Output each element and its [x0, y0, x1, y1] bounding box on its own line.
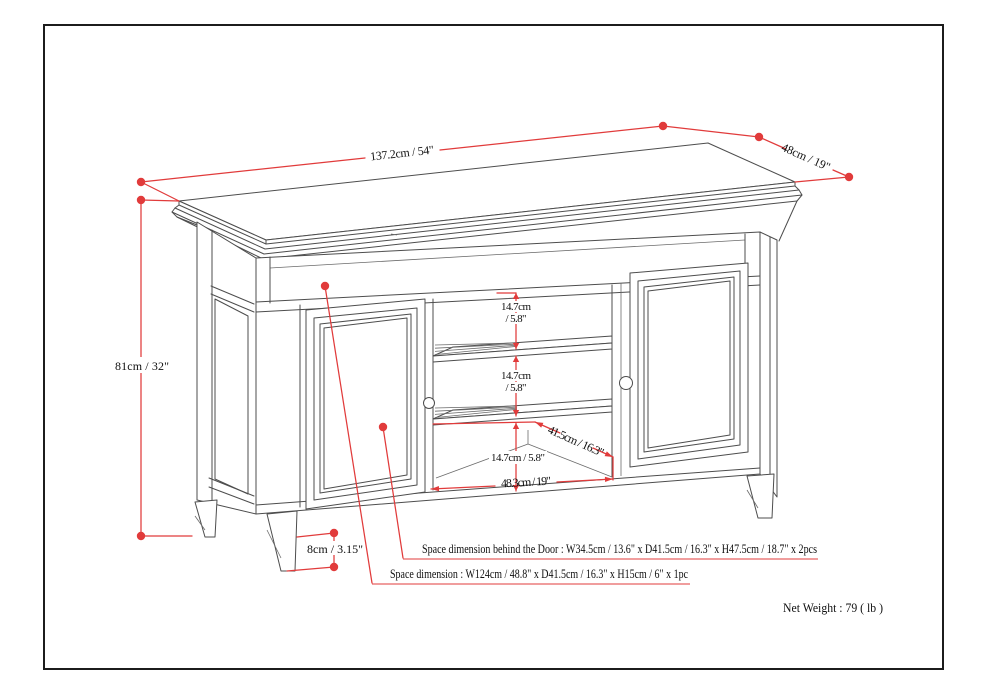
dim-opening-width: 48.3cm / 19": [430, 474, 614, 492]
page-border: [43, 24, 944, 670]
legs: [194, 473, 775, 572]
center-shelves: [432, 335, 613, 426]
note-behind-door: Space dimension behind the Door : W34.5c…: [422, 542, 817, 556]
right-side-panel: [759, 231, 778, 498]
shelf-gap3-label: 14.7cm / 5.8": [491, 452, 545, 464]
shelf-gap2-cm-label: 14.7cm: [501, 370, 531, 382]
right-door-knob: [619, 376, 633, 390]
note-open-space: Space dimension : W124cm / 48.8" x D41.5…: [390, 567, 688, 581]
shelf-gap1-in-label: / 5.8": [506, 313, 527, 325]
left-side-panel: [196, 221, 257, 515]
right-door: [619, 262, 749, 468]
shelf-gap1-cm-label: 14.7cm: [501, 301, 531, 313]
center-opening: [435, 430, 613, 479]
dim-overall-height: 81cm / 32": [112, 195, 193, 541]
dim-leg-height: 8cm / 3.15": [286, 528, 366, 572]
overall-width-label: 137.2cm / 54": [369, 143, 434, 164]
shelf-gap2-in-label: / 5.8": [506, 382, 527, 394]
overall-depth-label: 48cm / 19": [779, 140, 832, 174]
leader-open-space: [320, 281, 690, 585]
net-weight-label: Net Weight : 79 ( lb ): [783, 601, 883, 615]
overall-height-label: 81cm / 32": [115, 359, 169, 373]
opening-width-label: 48.3cm / 19": [501, 474, 552, 491]
dim-overall-width: 137.2cm / 54": [136, 121, 760, 202]
leg-height-label: 8cm / 3.15": [307, 542, 363, 556]
dim-shelf-gaps: 14.7cm / 5.8" 14.7cm / 5.8" 14.7cm / 5.8…: [432, 292, 547, 492]
left-door: [305, 298, 435, 510]
tabletop: [171, 142, 803, 260]
tv-stand-drawing: [171, 142, 803, 572]
left-door-knob: [423, 397, 435, 409]
leader-behind-door: [378, 422, 818, 560]
